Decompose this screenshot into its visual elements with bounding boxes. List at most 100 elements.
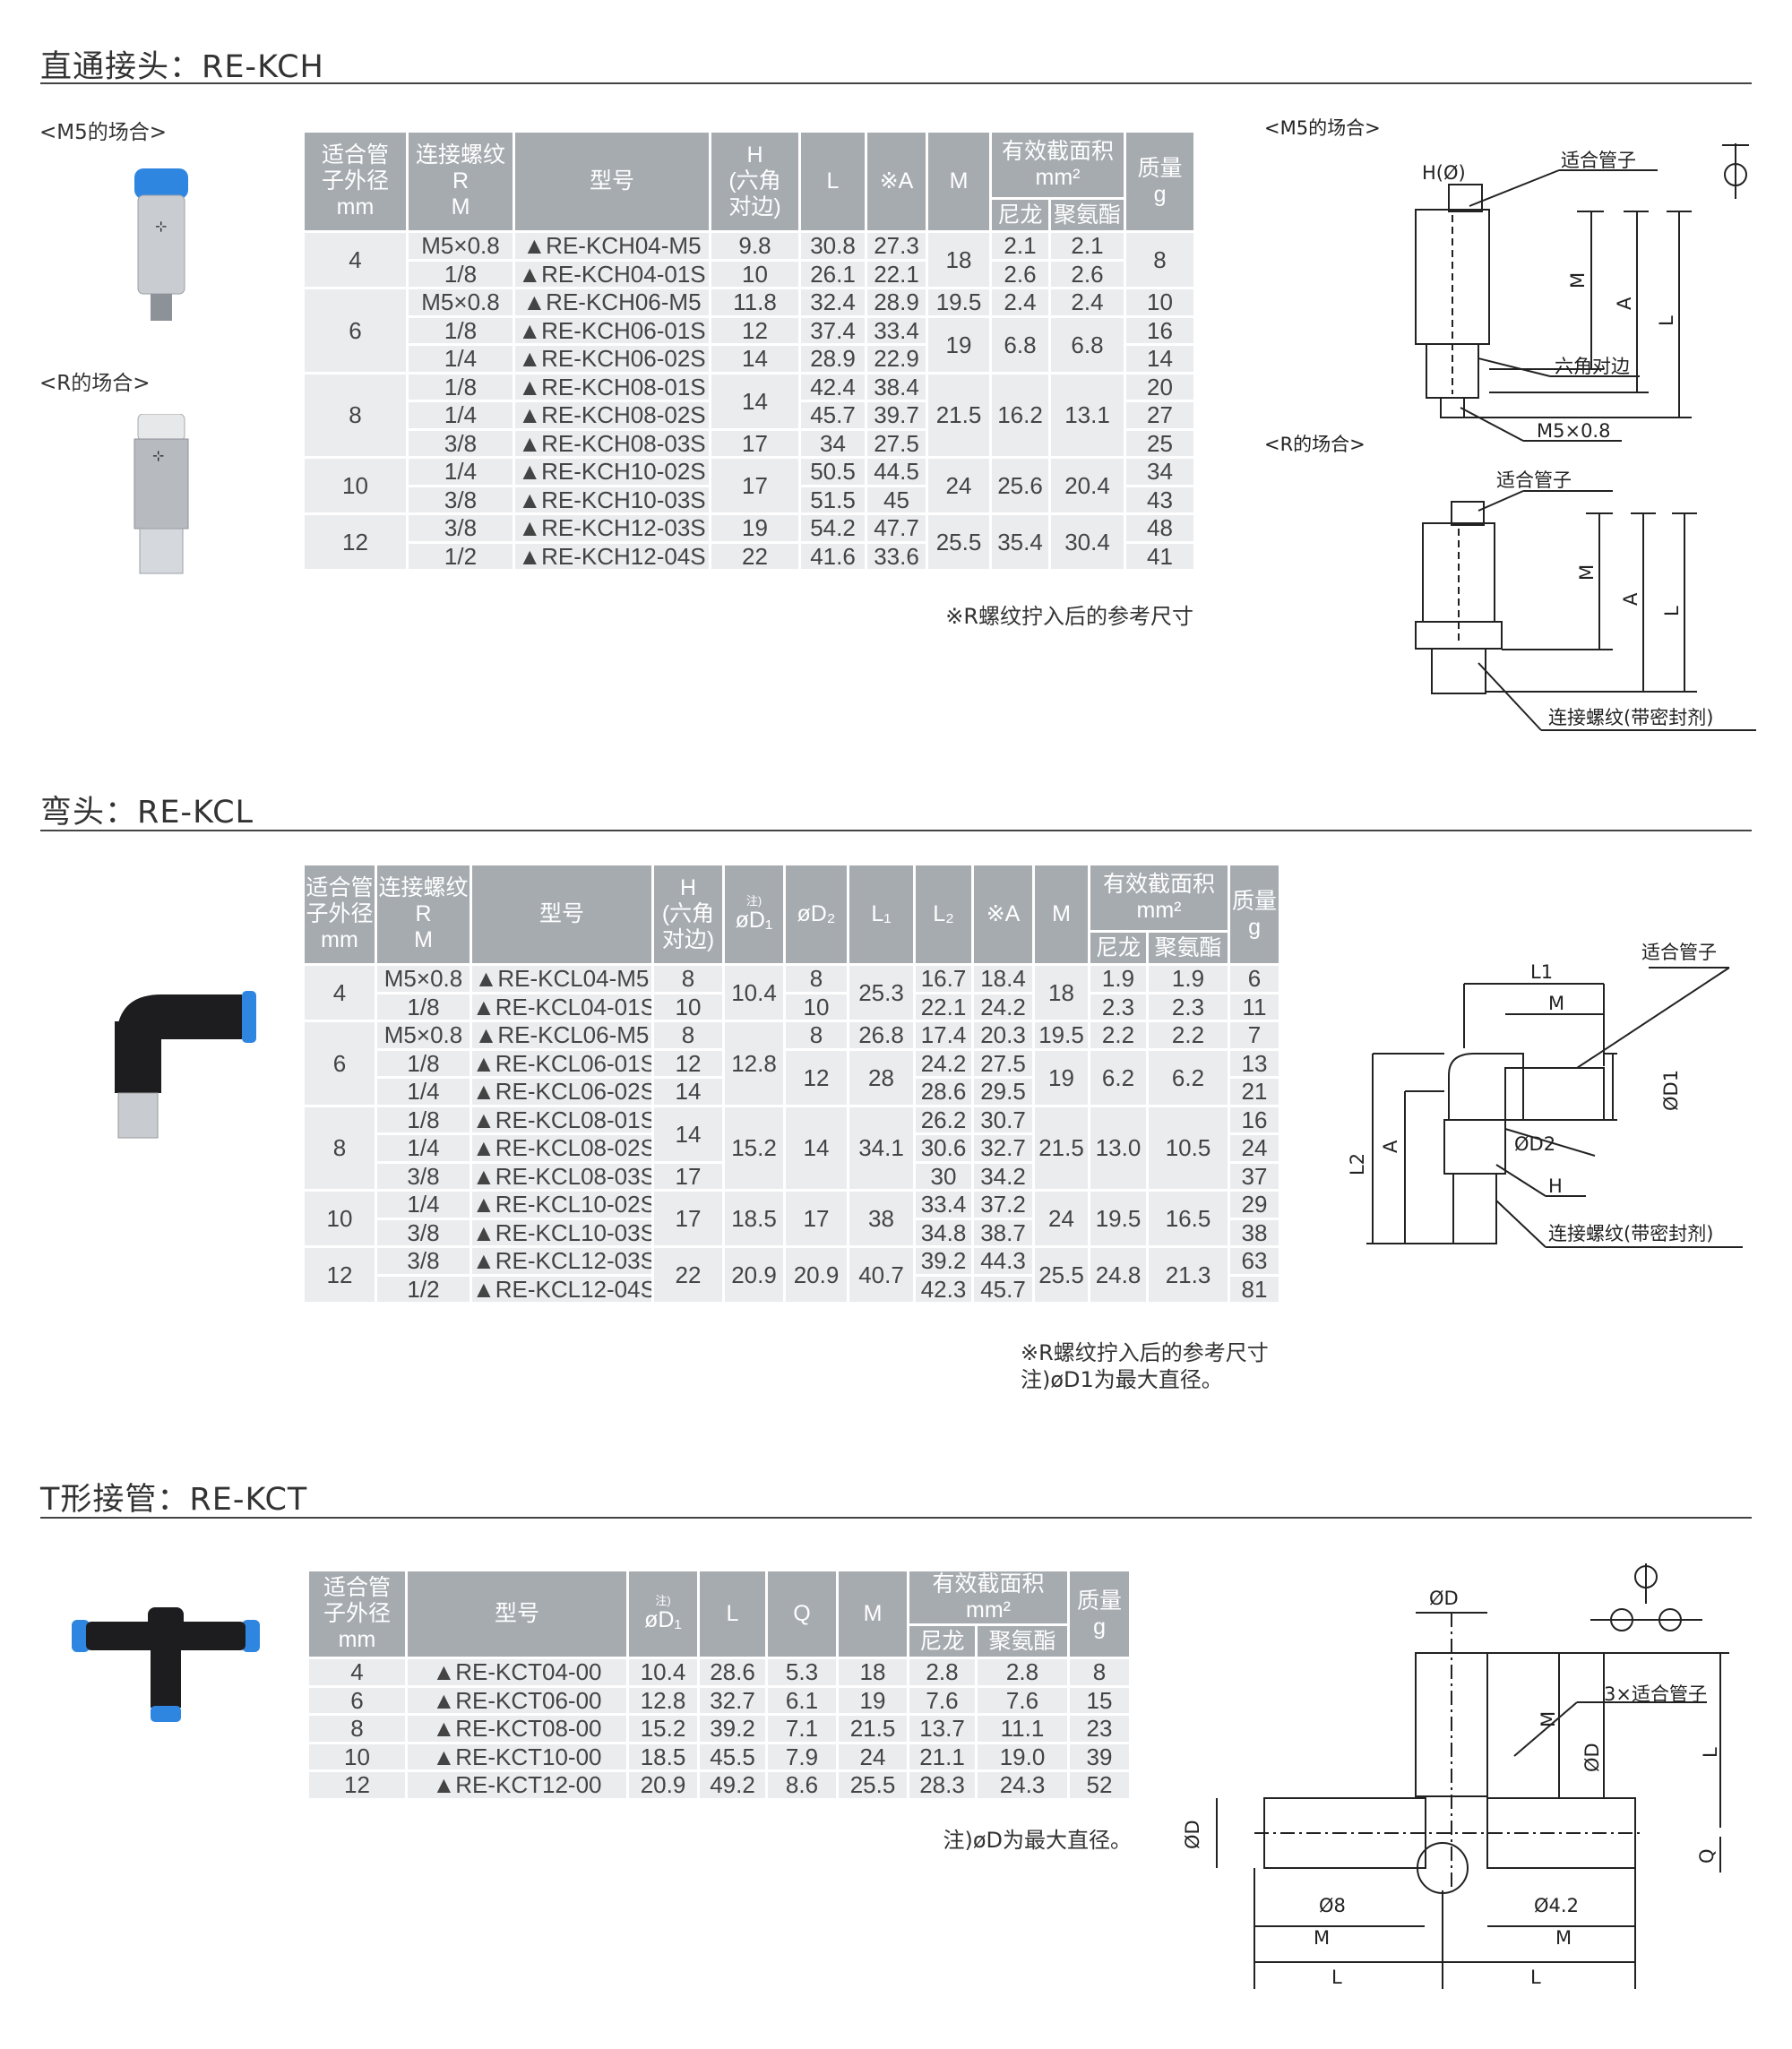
table-cell: ▲RE-KCH06-02S xyxy=(513,343,711,375)
table-cell: 30.6 xyxy=(913,1132,974,1164)
table-cell: 47.7 xyxy=(865,512,928,544)
section-title-kcl: 弯头：RE-KCL xyxy=(40,795,254,831)
table-cell: 20 xyxy=(1124,371,1197,402)
kcl-drawing xyxy=(1366,967,1743,1248)
column-header-label: 质量 g xyxy=(1232,888,1278,940)
column-header-label: 尼龙 xyxy=(919,1628,965,1654)
dim-tube: 适合管子 xyxy=(1561,150,1636,171)
column-header-label: 尼龙 xyxy=(1095,934,1141,960)
table-cell: 27 xyxy=(1124,400,1197,431)
kcl-dim-thread: 连接螺纹(带密封剂) xyxy=(1548,1223,1713,1244)
table-cell: ▲RE-KCH04-M5 xyxy=(513,230,711,262)
table-cell: 30 xyxy=(913,1160,974,1192)
column-header: L xyxy=(697,1569,768,1659)
table-cell: 12 xyxy=(306,1769,408,1801)
table-cell: ▲RE-KCL06-M5 xyxy=(470,1020,654,1051)
table-cell: 39.2 xyxy=(697,1713,768,1744)
table-cell: 52 xyxy=(1067,1769,1133,1801)
column-header-label: L₁ xyxy=(871,901,892,926)
table-cell: 38.4 xyxy=(865,371,928,402)
section-divider xyxy=(40,1517,1752,1519)
table-cell: 32.7 xyxy=(971,1132,1035,1164)
table-cell: ▲RE-KCL04-M5 xyxy=(470,963,654,994)
column-header-label: L xyxy=(726,1601,739,1626)
table-cell: 21.5 xyxy=(836,1713,909,1744)
table-cell: 11.1 xyxy=(974,1713,1071,1744)
table-cell: 3/8 xyxy=(406,484,515,515)
table-cell: 1/8 xyxy=(406,371,515,402)
table-cell: ▲RE-KCL04-01S xyxy=(470,991,654,1022)
table-cell: 34.1 xyxy=(847,1104,916,1192)
table-cell: 81 xyxy=(1228,1273,1282,1304)
column-header: 聚氨酯 xyxy=(974,1623,1071,1659)
table-cell: 34.2 xyxy=(971,1160,1035,1192)
dim-hex: 六角对边 xyxy=(1555,356,1630,377)
table-cell: ▲RE-KCH04-01S xyxy=(513,258,711,289)
table-cell: 3/8 xyxy=(375,1217,472,1248)
table-cell: 34.8 xyxy=(913,1217,974,1248)
table-cell: 38 xyxy=(1228,1217,1282,1248)
table-cell: 16.7 xyxy=(913,963,974,994)
column-header: L xyxy=(798,130,867,233)
kcl-dim-d1: ØD1 xyxy=(1660,1070,1682,1111)
table-cell: 50.5 xyxy=(798,456,867,487)
table-cell: 8 xyxy=(783,1020,849,1051)
kcl-dim-d2: ØD2 xyxy=(1514,1133,1555,1155)
column-header-label: 聚氨酯 xyxy=(1054,202,1122,228)
table-cell: 38 xyxy=(847,1189,916,1248)
column-header: 适合管 子外径 mm xyxy=(306,1569,408,1659)
table-cell: 12 xyxy=(302,512,409,572)
table-cell: 51.5 xyxy=(798,484,867,515)
dim-m-r: M xyxy=(1576,564,1598,581)
section-title-kct: T形接管：RE-KCT xyxy=(40,1482,308,1518)
column-header: 连接螺纹 R M xyxy=(406,130,515,233)
column-header-label: ※A xyxy=(986,901,1021,926)
column-header-label: M xyxy=(949,168,969,194)
table-cell: 1/8 xyxy=(375,1047,472,1079)
table-cell: 21.3 xyxy=(1145,1245,1231,1304)
column-header: 适合管 子外径 mm xyxy=(302,863,377,966)
table-cell: 1/8 xyxy=(406,314,515,346)
table-cell: 8 xyxy=(306,1713,408,1744)
table-cell: 24.3 xyxy=(974,1769,1071,1801)
column-header: M xyxy=(926,130,992,233)
table-cell: 14 xyxy=(1124,343,1197,375)
table-cell: 12.8 xyxy=(722,1020,786,1107)
dim-l-r: L xyxy=(1661,606,1683,616)
table-cell: 10 xyxy=(302,456,409,515)
column-header-label: 适合管 子外径 mm xyxy=(321,142,389,220)
column-header: H (六角 对边) xyxy=(709,130,801,233)
table-cell: ▲RE-KCL06-01S xyxy=(470,1047,654,1079)
kct-dim-q: Q xyxy=(1696,1848,1718,1864)
kct-dim-l: L xyxy=(1700,1747,1721,1758)
table-cell: ▲RE-KCL10-02S xyxy=(470,1189,654,1220)
kct-dim-phi8: Ø8 xyxy=(1319,1895,1346,1916)
table-cell: 25.3 xyxy=(847,963,916,1022)
table-cell: 43 xyxy=(1124,484,1197,515)
column-header-label: 有效截面积 mm² xyxy=(932,1571,1045,1623)
dim-m: M xyxy=(1567,272,1589,288)
table-cell: 17 xyxy=(709,427,801,459)
table-cell: 12 xyxy=(709,314,801,346)
table-cell: M5×0.8 xyxy=(406,287,515,318)
table-cell: 10.4 xyxy=(626,1657,700,1688)
table-cell: 8 xyxy=(1067,1657,1133,1688)
kcl-dim-tube: 适合管子 xyxy=(1641,942,1717,963)
kct-dim-d-left: ØD xyxy=(1182,1820,1203,1849)
table-cell: 18 xyxy=(836,1657,909,1688)
table-cell: 14 xyxy=(651,1104,725,1164)
table-cell: ▲RE-KCT08-00 xyxy=(405,1713,629,1744)
table-cell: 26.2 xyxy=(913,1104,974,1135)
diagram-label-r: <R的场合> xyxy=(1264,434,1366,455)
table-cell: 25 xyxy=(1124,427,1197,459)
column-header: 质量 g xyxy=(1228,863,1282,966)
table-cell: 10 xyxy=(651,991,725,1022)
